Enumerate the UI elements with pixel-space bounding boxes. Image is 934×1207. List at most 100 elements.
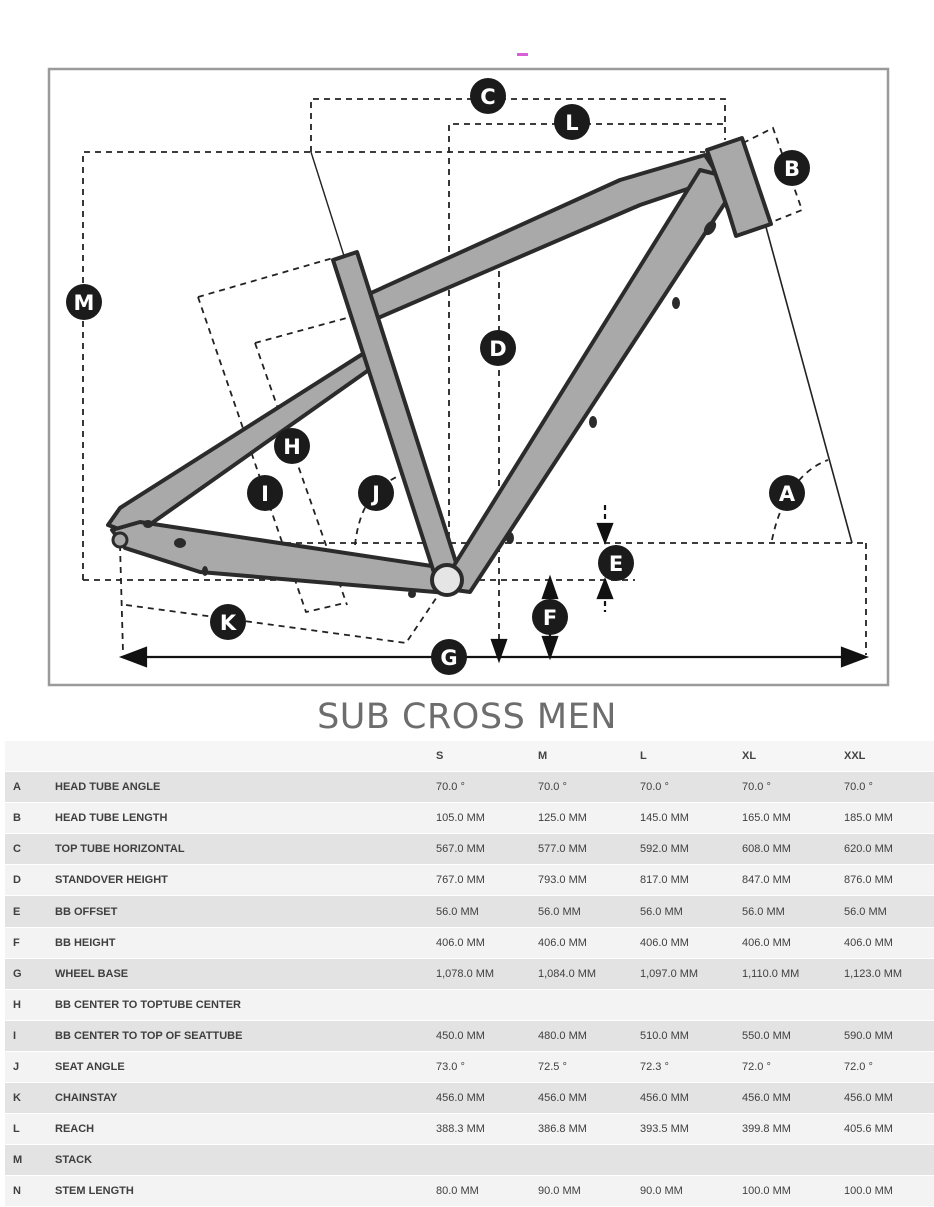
dimension-arrows <box>118 234 870 668</box>
row-value: 1,097.0 MM <box>640 967 699 980</box>
row-value: 456.0 MM <box>436 1092 485 1105</box>
svg-text:H: H <box>283 435 301 459</box>
row-value: 620.0 MM <box>844 843 893 856</box>
row-letter: L <box>13 1123 20 1136</box>
row-value: 70.0 ° <box>436 781 465 794</box>
row-letter: A <box>13 781 21 794</box>
row-value: 388.3 MM <box>436 1123 485 1136</box>
svg-text:M: M <box>74 291 95 315</box>
svg-text:K: K <box>220 611 237 635</box>
row-letter: G <box>13 967 22 980</box>
row-value: 185.0 MM <box>844 812 893 825</box>
row-value <box>538 989 640 1020</box>
row-value: 817.0 MM <box>640 874 689 887</box>
header-size-m: M <box>538 750 548 763</box>
row-value: 577.0 MM <box>538 843 587 856</box>
row-measurement-name: BB CENTER TO TOP OF SEATTUBE <box>55 1029 243 1042</box>
marker-g: G <box>431 639 467 675</box>
marker-a: A <box>769 475 805 511</box>
table-header-row: S M L XL XXL <box>5 741 934 772</box>
row-value: 847.0 MM <box>742 874 791 887</box>
row-value: 456.0 MM <box>844 1092 893 1105</box>
row-value: 72.3 ° <box>640 1060 669 1073</box>
row-value: 456.0 MM <box>538 1092 587 1105</box>
svg-text:C: C <box>480 85 495 109</box>
row-measurement-name: STEM LENGTH <box>55 1185 134 1198</box>
row-value: 70.0 ° <box>640 781 669 794</box>
row-value <box>640 989 742 1020</box>
marker-b: B <box>774 150 810 186</box>
row-value: 456.0 MM <box>742 1092 791 1105</box>
row-measurement-name: BB OFFSET <box>55 905 118 918</box>
header-size-l: L <box>640 750 647 763</box>
row-value <box>742 1145 844 1176</box>
row-value: 793.0 MM <box>538 874 587 887</box>
table-row: F BB HEIGHT 406.0 MM 406.0 MM 406.0 MM 406.0 … <box>5 927 934 959</box>
row-value: 90.0 MM <box>640 1185 683 1198</box>
marker-e: E <box>598 545 634 581</box>
row-value: 399.8 MM <box>742 1123 791 1136</box>
row-value: 56.0 MM <box>742 905 785 918</box>
row-value: 550.0 MM <box>742 1029 791 1042</box>
row-value: 105.0 MM <box>436 812 485 825</box>
row-value: 405.6 MM <box>844 1123 893 1136</box>
marker-i: I <box>247 475 283 511</box>
marker-l: L <box>554 104 590 140</box>
row-value: 510.0 MM <box>640 1029 689 1042</box>
row-value: 165.0 MM <box>742 812 791 825</box>
row-value: 567.0 MM <box>436 843 485 856</box>
row-letter: C <box>13 843 21 856</box>
row-value <box>436 989 538 1020</box>
row-value: 145.0 MM <box>640 812 689 825</box>
row-value: 125.0 MM <box>538 812 587 825</box>
row-value: 72.0 ° <box>742 1060 771 1073</box>
row-value: 56.0 MM <box>844 905 887 918</box>
row-measurement-name: STACK <box>55 1154 93 1167</box>
row-value: 72.5 ° <box>538 1060 567 1073</box>
row-value: 480.0 MM <box>538 1029 587 1042</box>
row-letter: J <box>13 1060 20 1073</box>
row-value: 1,084.0 MM <box>538 967 597 980</box>
row-value: 406.0 MM <box>538 936 587 949</box>
marker-h: H <box>274 428 310 464</box>
row-value: 406.0 MM <box>742 936 791 949</box>
row-value: 56.0 MM <box>640 905 683 918</box>
row-value <box>538 1145 640 1176</box>
row-measurement-name: BB HEIGHT <box>55 936 116 949</box>
row-letter: F <box>13 936 20 949</box>
frame-bosses <box>143 220 717 598</box>
marker-k: K <box>210 604 246 640</box>
row-value: 1,110.0 MM <box>742 967 800 980</box>
row-value: 450.0 MM <box>436 1029 485 1042</box>
row-value: 406.0 MM <box>436 936 485 949</box>
row-letter: D <box>13 874 21 887</box>
row-value: 90.0 MM <box>538 1185 581 1198</box>
row-value: 70.0 ° <box>538 781 567 794</box>
row-value: 1,123.0 MM <box>844 967 903 980</box>
row-value: 73.0 ° <box>436 1060 465 1073</box>
row-value: 100.0 MM <box>742 1185 791 1198</box>
row-value: 456.0 MM <box>640 1092 689 1105</box>
row-value: 767.0 MM <box>436 874 485 887</box>
row-value: 608.0 MM <box>742 843 791 856</box>
row-value: 386.8 MM <box>538 1123 587 1136</box>
marker-d: D <box>480 330 516 366</box>
row-letter: K <box>13 1092 21 1105</box>
row-letter: M <box>13 1154 23 1167</box>
row-value <box>844 1145 934 1176</box>
row-value: 393.5 MM <box>640 1123 689 1136</box>
row-value: 406.0 MM <box>844 936 893 949</box>
row-value: 56.0 MM <box>538 905 581 918</box>
svg-text:G: G <box>440 646 457 670</box>
bike-frame <box>106 136 773 595</box>
marker-m: M <box>66 284 102 320</box>
